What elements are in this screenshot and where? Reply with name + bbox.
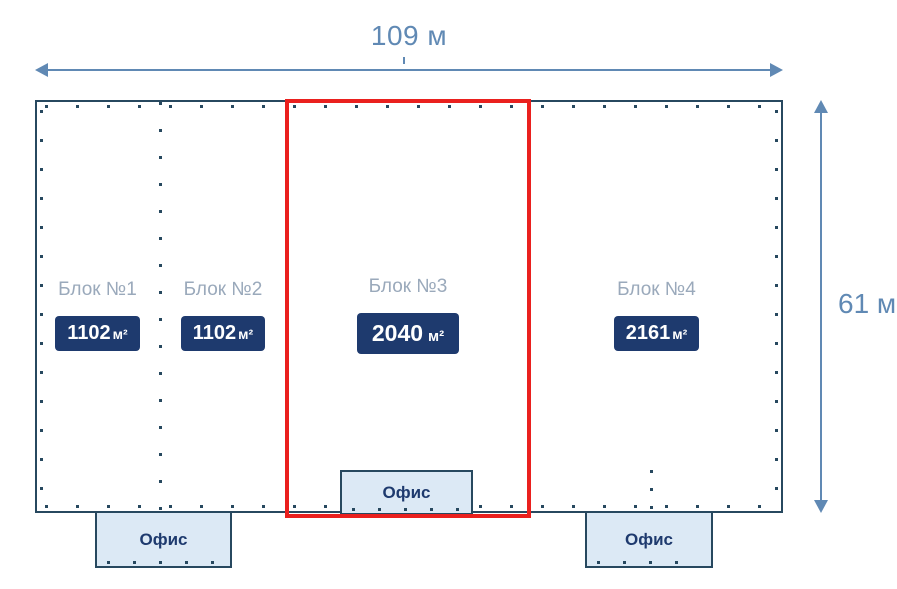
block-2-area-value: 1102 [192, 321, 237, 344]
office-center-label: Офис [382, 482, 431, 502]
block-4-area-value: 2161 [625, 321, 671, 344]
width-dimension-label: 109 м [370, 20, 448, 51]
office-box-right: Офис [585, 511, 713, 568]
block-4-office-divider [650, 470, 653, 511]
block-1-area-badge: 1102 м² [55, 315, 140, 351]
block-3[interactable]: Блок №3 2040 м² [286, 100, 530, 509]
block-4-area-badge: 2161 м² [613, 315, 700, 351]
block-3-area-badge: 2040 м² [356, 312, 460, 354]
block-2[interactable]: Блок №2 1102 м² [160, 100, 286, 509]
block-2-area-unit: м² [238, 325, 254, 342]
block-2-label: Блок №2 [183, 278, 263, 300]
height-dimension-label: 61 м [838, 288, 897, 319]
block-1-area-value: 1102 [67, 321, 111, 344]
office-box-block-3: Офис [340, 470, 473, 515]
block-4-label: Блок №4 [617, 278, 696, 300]
width-dimension-arrow [45, 69, 773, 71]
arrowhead-right-icon [770, 63, 783, 77]
block-3-area-unit: м² [428, 327, 445, 345]
column-dots-left [40, 110, 43, 503]
block-3-label: Блок №3 [368, 275, 448, 297]
office-left-column-dots [107, 561, 220, 564]
office-box-left: Офис [95, 511, 232, 568]
arrowhead-left-icon [35, 63, 48, 77]
office-left-label: Офис [139, 529, 188, 549]
arrowhead-up-icon [814, 100, 828, 113]
office-right-label: Офис [624, 529, 673, 549]
height-dimension-arrow [820, 110, 822, 503]
block-2-area-badge: 1102 м² [180, 315, 266, 351]
block-1-area-unit: м² [112, 325, 128, 342]
column-dots-right [775, 110, 778, 503]
arrowhead-down-icon [814, 500, 828, 513]
block-1[interactable]: Блок №1 1102 м² [35, 100, 160, 509]
block-4-area-unit: м² [672, 325, 688, 342]
block-divider-1-2 [159, 102, 162, 511]
dimension-midpoint-tick [403, 57, 405, 64]
office-right-column-dots [597, 561, 701, 564]
block-3-area-value: 2040 [371, 319, 424, 346]
column-dots-top [45, 105, 773, 108]
block-1-label: Блок №1 [58, 278, 137, 300]
block-4[interactable]: Блок №4 2161 м² [530, 100, 783, 509]
office-center-column-dots [352, 508, 461, 511]
building-outline [35, 100, 783, 513]
